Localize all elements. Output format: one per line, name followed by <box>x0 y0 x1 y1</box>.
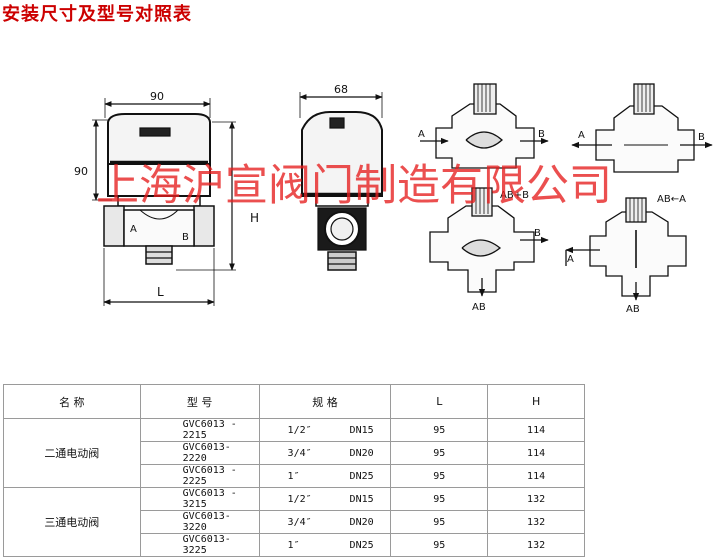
dn-value: DN25 <box>349 539 374 551</box>
l-cell: 95 <box>390 487 489 511</box>
h-cell: 114 <box>487 418 585 442</box>
side-view <box>299 92 383 271</box>
section-2way-open <box>420 83 549 169</box>
br-port-ab: AB <box>626 304 640 315</box>
front-view <box>92 98 236 306</box>
l-cell: 95 <box>390 533 489 557</box>
model-spec-table: 名 称 型 号 规 格 L H 二通电动阀 GVC6013 - 2215 1/2… <box>3 384 585 557</box>
table-header-row: 名 称 型 号 规 格 L H <box>3 384 585 419</box>
header-l: L <box>390 384 489 419</box>
flow-ab-b: AB+B <box>500 190 529 201</box>
dim-h-label: H <box>250 211 259 225</box>
dim-l-label: L <box>157 285 164 299</box>
front-port-b: B <box>182 232 189 243</box>
model-cell: GVC6013- 3225 <box>139 533 260 557</box>
bl-port-ab: AB <box>472 302 486 313</box>
table-row: GVC6013 - 2225 1″ DN25 95 114 <box>4 464 585 488</box>
size-value: 1″ <box>287 470 300 482</box>
header-h: H <box>487 384 585 419</box>
h-cell: 114 <box>487 464 585 488</box>
valve-installation-drawing: 90 90 H L A B 68 <box>74 83 713 315</box>
br-port-a: A <box>567 254 574 265</box>
size-value: 3/4″ <box>287 447 312 459</box>
dn-value: DN20 <box>349 447 374 459</box>
table-row: 三通电动阀 GVC6013 - 3215 1/2″ DN15 95 132 <box>3 487 585 557</box>
spec-cell: 1″ DN25 <box>258 533 392 557</box>
model-cell: GVC6013 - 2225 <box>139 464 260 488</box>
section-3way-diverting <box>429 187 549 297</box>
l-cell: 95 <box>390 464 489 488</box>
model-cell: GVC6013- 3220 <box>139 510 260 534</box>
h-cell: 132 <box>487 533 585 557</box>
dim-height-front: 90 <box>74 165 88 178</box>
tr-port-a: A <box>578 130 585 141</box>
dn-value: DN15 <box>349 424 374 436</box>
h-cell: 114 <box>487 441 585 465</box>
size-value: 3/4″ <box>287 516 312 528</box>
l-cell: 95 <box>390 418 489 442</box>
header-spec: 规 格 <box>258 384 392 419</box>
h-cell: 132 <box>487 487 585 511</box>
section-3way-bypass <box>565 197 687 301</box>
spec-cell: 1″ DN25 <box>258 464 392 488</box>
header-name: 名 称 <box>3 384 141 419</box>
front-port-a: A <box>130 224 137 235</box>
dn-value: DN25 <box>349 470 374 482</box>
flow-ab-a: AB←A <box>657 194 686 205</box>
size-value: 1/2″ <box>287 493 312 505</box>
model-cell: GVC6013 - 2215 <box>139 418 260 442</box>
size-value: 1″ <box>287 539 300 551</box>
tl-port-b: B <box>538 129 545 140</box>
group-name: 二通电动阀 <box>3 418 141 488</box>
section-3way-mixing <box>571 83 713 173</box>
group-name: 三通电动阀 <box>3 487 141 557</box>
table-row: GVC6013- 2220 3/4″ DN20 95 114 <box>4 441 585 465</box>
bl-port-b: B <box>534 228 541 239</box>
front-view-labels: 90 90 H L A B <box>74 90 259 299</box>
spec-cell: 1/2″ DN15 <box>258 487 392 511</box>
spec-cell: 1/2″ DN15 <box>258 418 392 442</box>
tr-port-b: B <box>698 132 705 143</box>
dim-width-side: 68 <box>334 83 348 96</box>
company-watermark: 上海沪宣阀门制造有限公司 <box>96 161 612 211</box>
l-cell: 95 <box>390 441 489 465</box>
dn-value: DN15 <box>349 493 374 505</box>
model-cell: GVC6013- 2220 <box>139 441 260 465</box>
spec-cell: 3/4″ DN20 <box>258 510 392 534</box>
spec-cell: 3/4″ DN20 <box>258 441 392 465</box>
page-title: 安装尺寸及型号对照表 <box>2 4 192 25</box>
dn-value: DN20 <box>349 516 374 528</box>
l-cell: 95 <box>390 510 489 534</box>
h-cell: 132 <box>487 510 585 534</box>
section-diagrams <box>420 83 713 301</box>
section-labels: A B A B AB+B AB←A B AB A AB <box>418 129 705 315</box>
header-model: 型 号 <box>139 384 260 419</box>
size-value: 1/2″ <box>287 424 312 436</box>
model-cell: GVC6013 - 3215 <box>139 487 260 511</box>
dim-width-front: 90 <box>150 90 164 103</box>
table-row: 二通电动阀 GVC6013 - 2215 1/2″ DN15 95 114 <box>3 418 585 488</box>
tl-port-a: A <box>418 129 425 140</box>
